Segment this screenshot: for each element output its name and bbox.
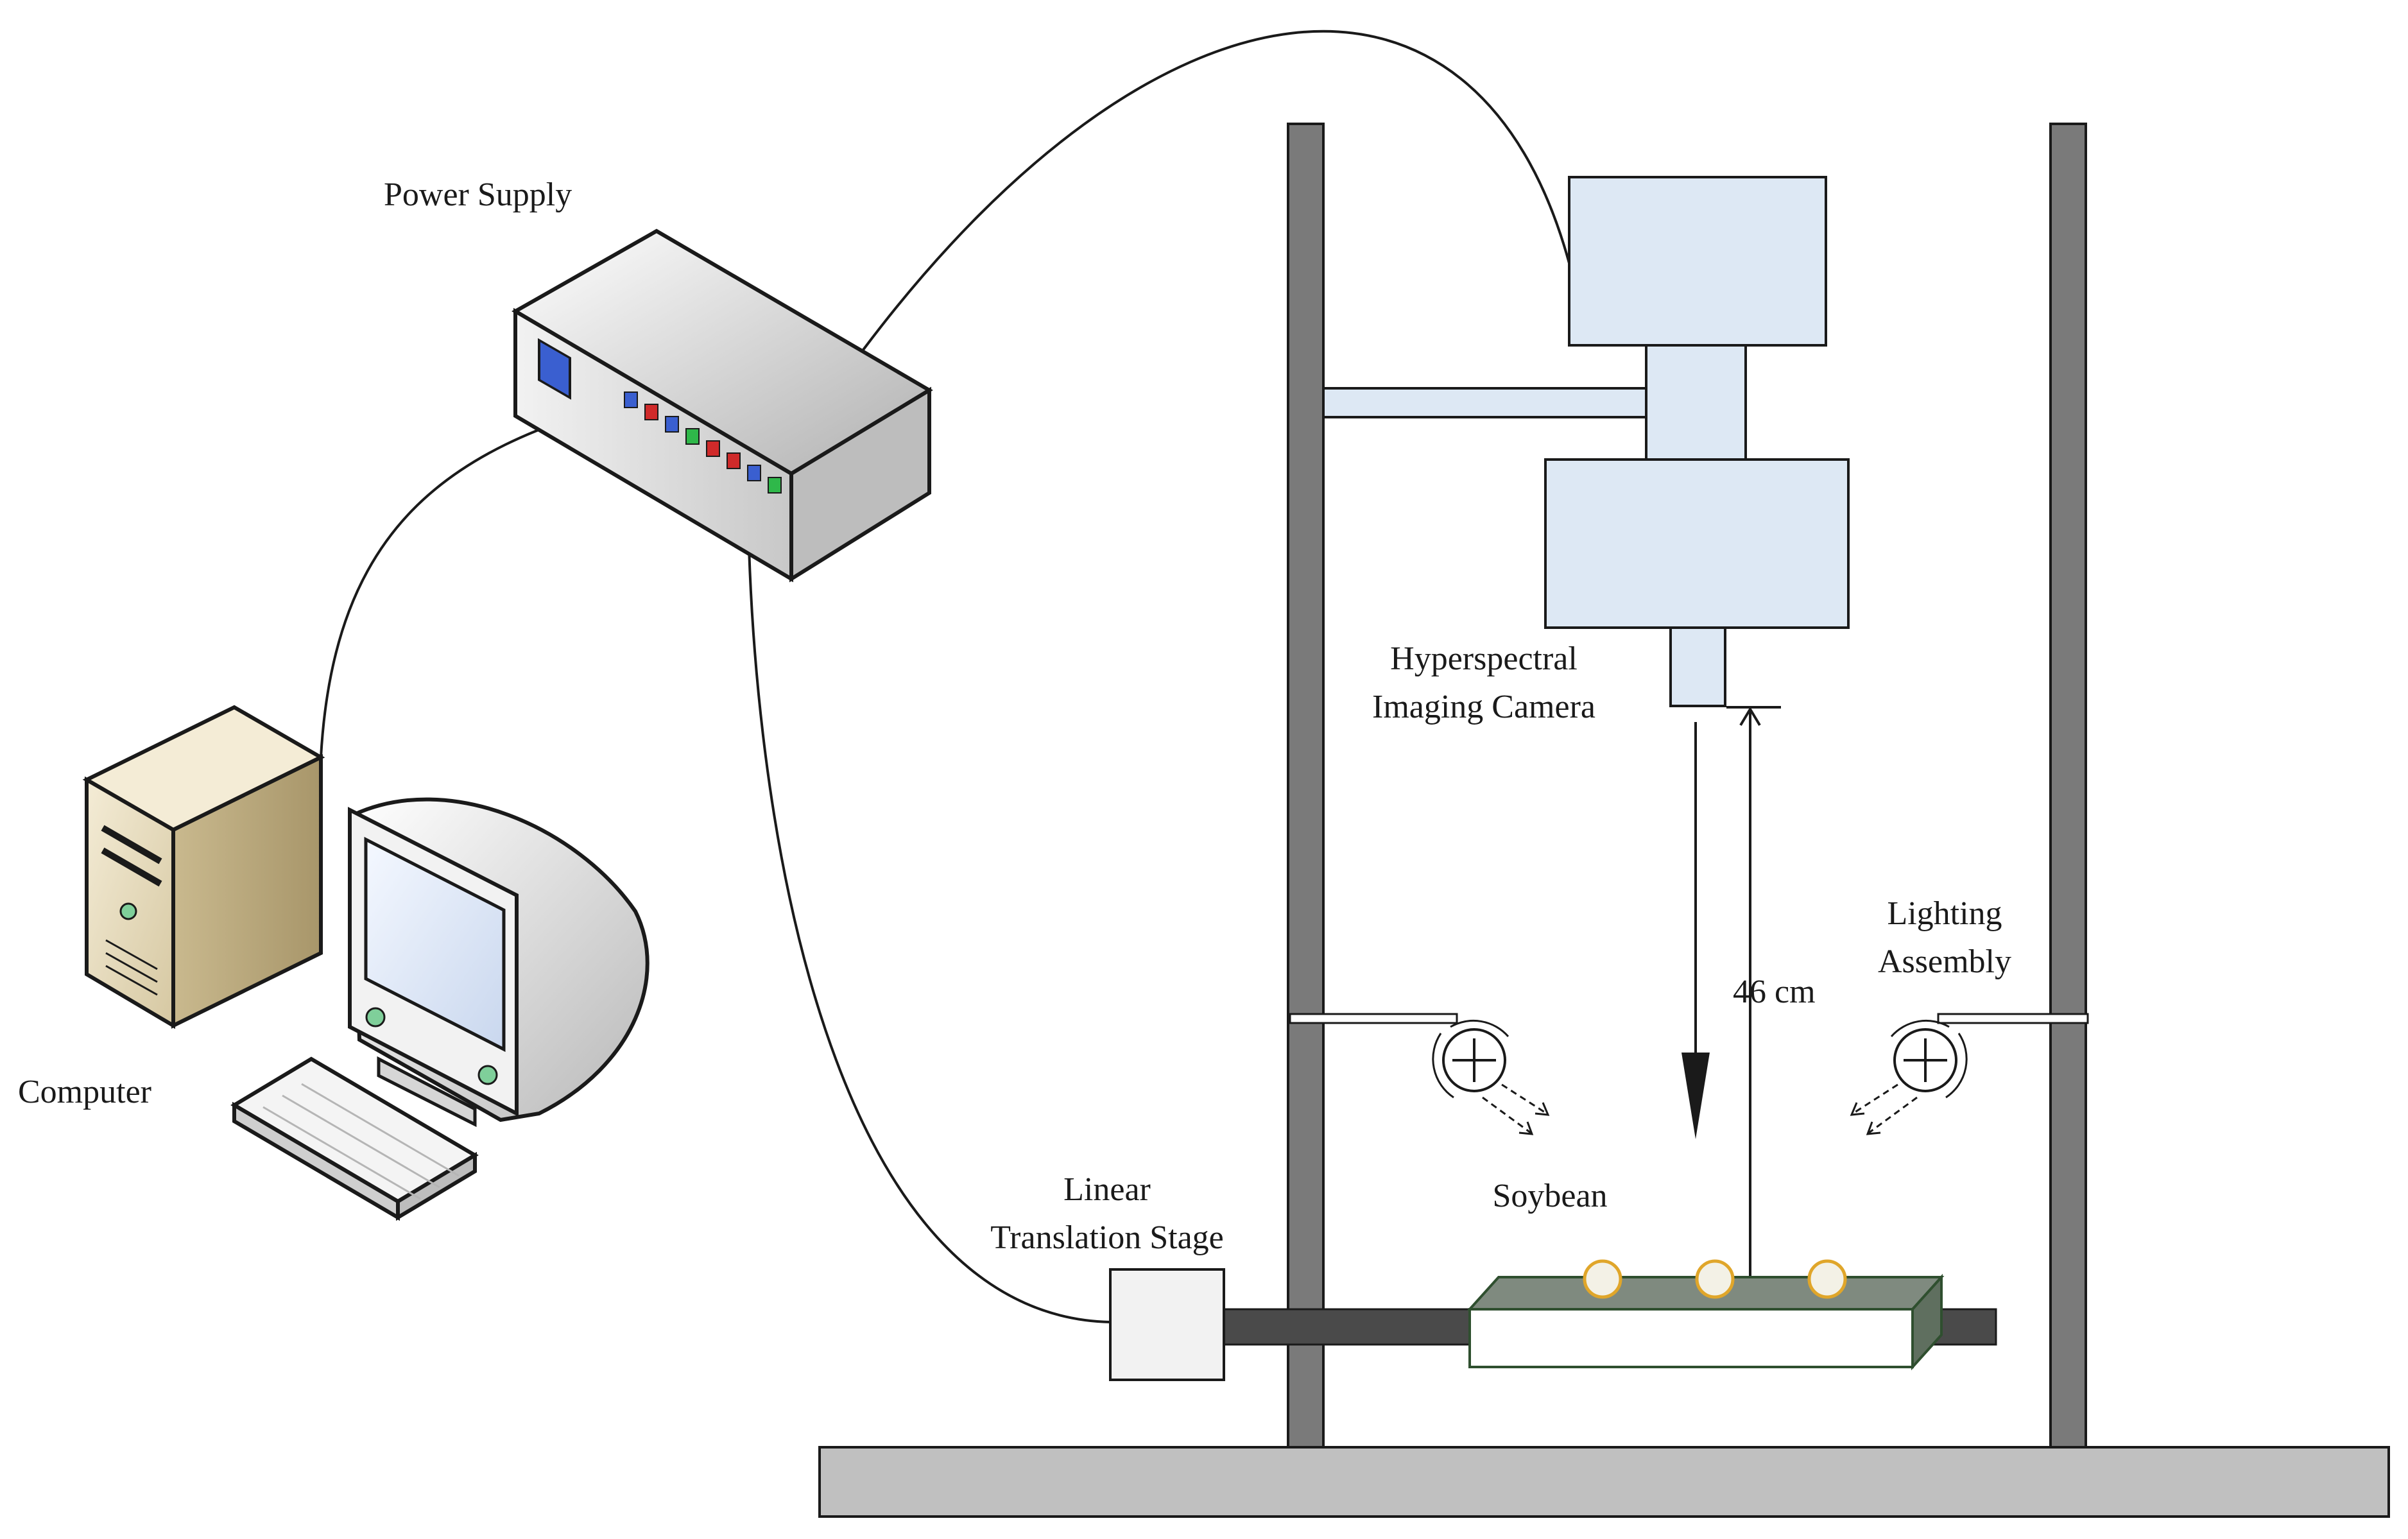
tower-vent-2 (105, 952, 158, 983)
cable-power-to-camera (862, 30, 1570, 351)
lamp-left-ray-2-head (1518, 1121, 1534, 1135)
tower-vent-1 (105, 939, 158, 970)
led-4 (685, 428, 700, 445)
power-supply-label: Power Supply (384, 176, 572, 213)
tower-drive-1 (101, 825, 162, 864)
led-8 (768, 477, 782, 494)
tower-power-button (119, 902, 137, 920)
lamp-right-ray-1 (1852, 1083, 1898, 1115)
stage-label-line1: Linear (1063, 1171, 1151, 1208)
lamp-right-ray-1-head (1850, 1102, 1865, 1116)
lamp-right-arm (1937, 1013, 2089, 1024)
base-plate (818, 1446, 2390, 1518)
led-5 (706, 440, 720, 457)
keyboard-keys (262, 1083, 460, 1200)
frame-post-right (2049, 123, 2087, 1449)
led-6 (727, 452, 741, 469)
lamp-left-ray-2 (1482, 1096, 1531, 1134)
sample-tray-front (1468, 1308, 1914, 1368)
keyboard-key-row-2 (282, 1094, 440, 1189)
lamp-right (1850, 1013, 2089, 1135)
power-supply-screen (538, 338, 571, 400)
tower-drive-2 (101, 847, 162, 887)
lighting-label-line1: Lighting (1887, 895, 2002, 932)
soybean-3 (1807, 1259, 1847, 1299)
power-supply-icon (512, 228, 933, 583)
lamp-right-halo-top (1890, 1019, 1950, 1037)
camera-body-top (1568, 176, 1827, 347)
camera-label-line2: Imaging Camera (1372, 689, 1595, 725)
lamp-right-ray-2-head (1866, 1121, 1881, 1135)
led-3 (665, 416, 679, 433)
monitor-screen (364, 836, 506, 1053)
scan-direction-arrowhead (1681, 1053, 1710, 1139)
camera-label-line1: Hyperspectral (1390, 641, 1578, 677)
keyboard-key-row-3 (301, 1083, 460, 1177)
lamp-left-ray-1-head (1535, 1102, 1550, 1116)
lighting-label-line2: Assembly (1878, 943, 2011, 980)
lamp-left-ray-1 (1501, 1083, 1547, 1115)
distance-arrow-top (1739, 707, 1761, 727)
led-1 (624, 391, 638, 408)
soybean-label: Soybean (1492, 1178, 1607, 1214)
translation-stage-motor (1109, 1268, 1225, 1381)
distance-label: 46 cm (1733, 974, 1816, 1010)
camera-body-bottom (1544, 458, 1850, 629)
camera-lens (1669, 626, 1726, 707)
monitor-icon (348, 797, 649, 1128)
computer-label: Computer (18, 1074, 151, 1110)
led-2 (644, 404, 658, 420)
power-supply-side (789, 386, 931, 583)
monitor-button-right (477, 1065, 498, 1085)
monitor-button-left (365, 1007, 386, 1027)
keyboard-icon (230, 1056, 479, 1221)
cable-power-to-stage (746, 468, 1111, 1323)
led-7 (747, 465, 761, 481)
computer-tower-icon (82, 705, 325, 1029)
lamp-left-halo-top (1450, 1019, 1509, 1037)
lamp-right-ray-2 (1868, 1096, 1918, 1134)
soybean-2 (1695, 1259, 1735, 1299)
frame-post-left (1287, 123, 1325, 1449)
camera-neck (1645, 344, 1747, 461)
tower-side (171, 754, 323, 1029)
lamp-right-halo-right (1945, 1033, 1968, 1099)
lamp-left-halo-left (1432, 1033, 1454, 1099)
camera-mount-arm (1322, 387, 1651, 418)
lamp-left-arm (1289, 1013, 1458, 1024)
lamp-left (1289, 1013, 1550, 1135)
stage-label-line2: Translation Stage (990, 1219, 1224, 1256)
keyboard-key-row-1 (262, 1106, 421, 1200)
tower-vent-3 (105, 965, 158, 996)
monitor-stand (377, 1056, 477, 1128)
soybean-1 (1583, 1259, 1622, 1299)
